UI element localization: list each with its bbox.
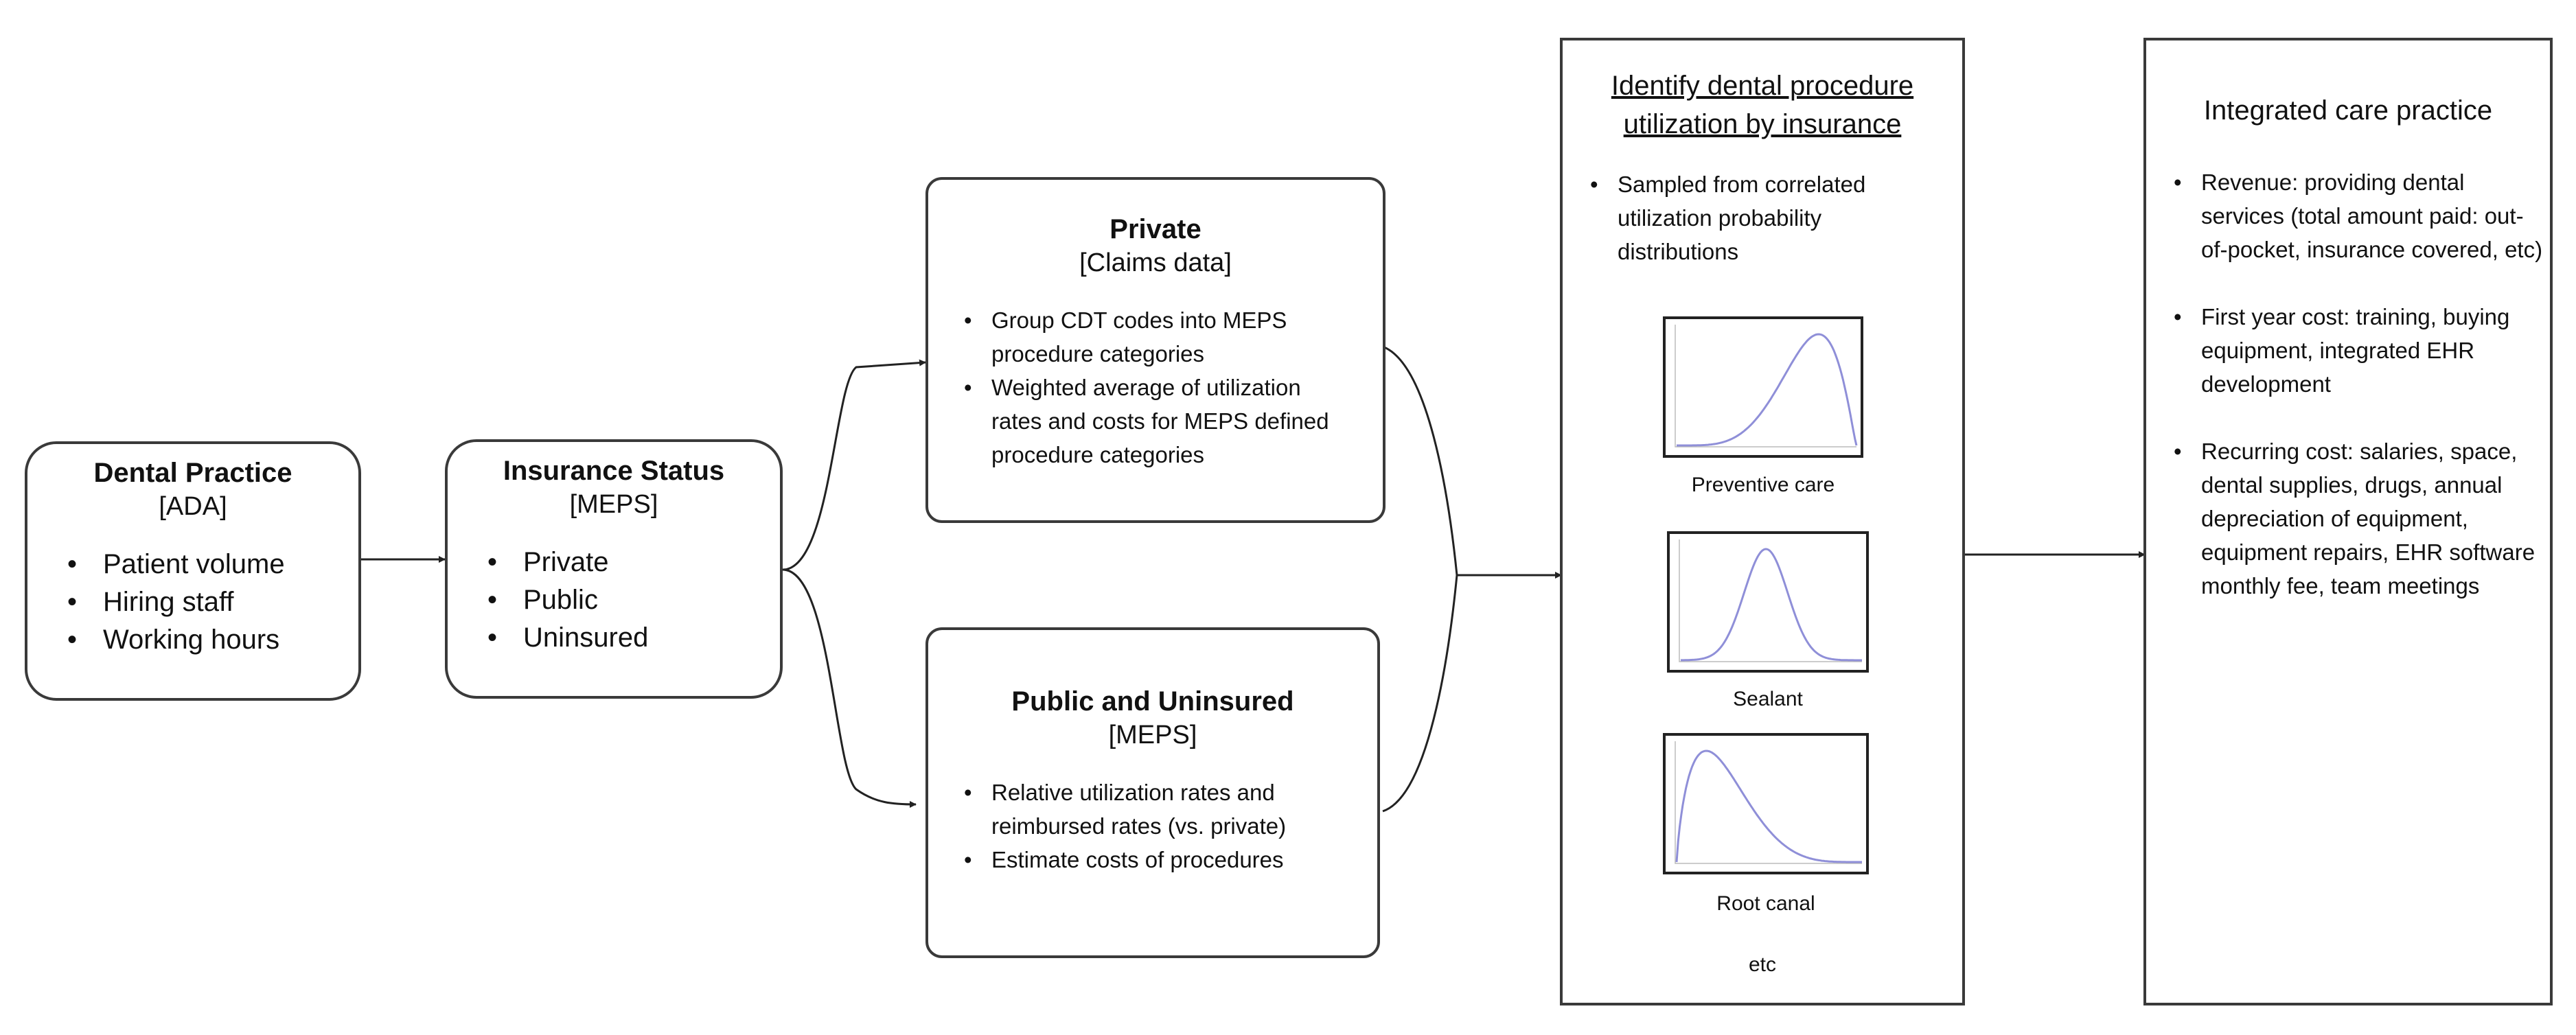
root-canal-chart — [1663, 733, 1869, 874]
root-canal-label: Root canal — [1716, 892, 1815, 915]
sealant-chart — [1667, 531, 1869, 673]
preventive-care-curve — [1675, 325, 1858, 447]
arrow-insurance-to-private — [782, 359, 926, 571]
public-uninsured-title: Public and Uninsured — [1011, 686, 1294, 717]
insurance-status-title: Insurance Status — [503, 456, 725, 486]
list-item: Uninsured — [487, 619, 648, 657]
list-item: First year cost: training, buying equipm… — [2174, 300, 2544, 401]
private-title: Private — [1109, 214, 1201, 244]
private-source: [Claims data] — [1079, 248, 1232, 277]
public-uninsured-list: Relative utilization rates and reimburse… — [964, 776, 1348, 876]
connector-private-to-merge — [1382, 345, 1458, 576]
connector-public-to-merge — [1382, 574, 1458, 813]
list-item: Weighted average of utilization rates an… — [964, 371, 1355, 472]
arrow-insurance-to-public — [782, 568, 917, 808]
private-box: Private [Claims data] Group CDT codes in… — [925, 177, 1385, 523]
private-list: Group CDT codes into MEPS procedure cate… — [964, 303, 1355, 472]
insurance-status-source: [MEPS] — [569, 490, 658, 519]
sealant-label: Sealant — [1733, 688, 1803, 710]
list-item: Public — [487, 581, 648, 619]
integrated-care-list: Revenue: providing dental services (tota… — [2174, 165, 2544, 603]
list-item: Sampled from correlated utilization prob… — [1590, 167, 1940, 268]
public-uninsured-source: [MEPS] — [1108, 721, 1197, 749]
identify-list: Sampled from correlated utilization prob… — [1590, 167, 1940, 268]
list-item: Relative utilization rates and reimburse… — [964, 776, 1348, 843]
list-item: Working hours — [67, 621, 285, 659]
preventive-care-label: Preventive care — [1691, 474, 1835, 496]
list-item: Hiring staff — [67, 583, 285, 621]
public-uninsured-box: Public and Uninsured [MEPS] Relative uti… — [925, 627, 1380, 958]
dental-practice-box: Dental Practice [ADA] Patient volume Hir… — [25, 441, 361, 701]
sealant-curve — [1679, 539, 1862, 662]
list-item: Private — [487, 544, 648, 581]
root-canal-curve — [1675, 741, 1862, 864]
list-item: Estimate costs of procedures — [964, 843, 1348, 876]
dental-practice-source: [ADA] — [159, 492, 227, 521]
list-item: Revenue: providing dental services (tota… — [2174, 165, 2544, 266]
dental-practice-list: Patient volume Hiring staff Working hour… — [67, 546, 285, 659]
integrated-care-box: Integrated care practice Revenue: provid… — [2143, 38, 2553, 1005]
insurance-status-list: Private Public Uninsured — [487, 544, 648, 657]
etc-label: etc — [1748, 953, 1777, 976]
integrated-care-title: Integrated care practice — [2203, 95, 2493, 126]
preventive-care-chart — [1663, 316, 1863, 458]
dental-practice-title: Dental Practice — [93, 458, 292, 488]
identify-utilization-title: Identify dental procedure utilization by… — [1611, 71, 1914, 139]
list-item: Patient volume — [67, 546, 285, 583]
insurance-status-box: Insurance Status [MEPS] Private Public U… — [445, 439, 783, 699]
list-item: Group CDT codes into MEPS procedure cate… — [964, 303, 1355, 371]
list-item: Recurring cost: salaries, space, dental … — [2174, 434, 2544, 603]
